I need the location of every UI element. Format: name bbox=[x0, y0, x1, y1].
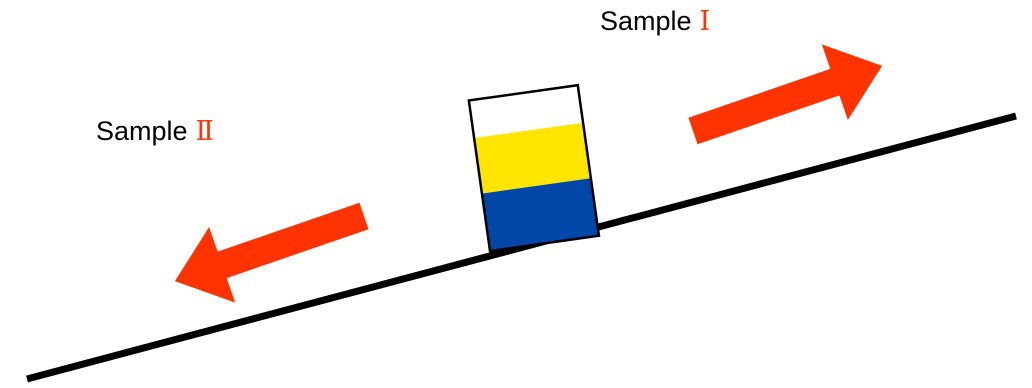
sample-2-text: Sample bbox=[96, 116, 188, 146]
container-outline bbox=[467, 83, 601, 253]
arrow-down-left-icon bbox=[174, 202, 369, 303]
container-yellow-layer bbox=[474, 122, 591, 194]
sample-2-numeral: Ⅱ bbox=[195, 116, 214, 147]
sample-container bbox=[467, 83, 601, 253]
container-empty-layer bbox=[468, 85, 584, 139]
container-blue-layer bbox=[481, 178, 599, 251]
sample-1-numeral: Ⅰ bbox=[699, 6, 711, 37]
arrow-up-right-icon bbox=[688, 44, 883, 145]
sample-1-text: Sample bbox=[600, 6, 692, 36]
